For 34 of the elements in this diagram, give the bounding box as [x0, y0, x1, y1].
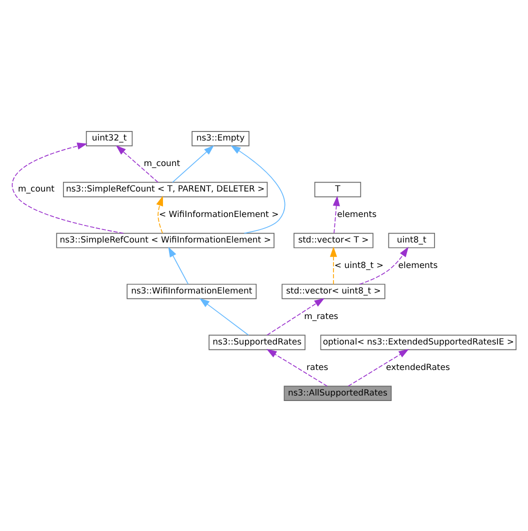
node-box: uint32_t — [86, 130, 133, 146]
arrow — [266, 348, 328, 386]
edge-label: elements — [337, 210, 377, 220]
node-box: std::vector< uint8_t > — [282, 283, 386, 299]
edge-label: extendedRates — [386, 362, 450, 373]
arrow — [116, 144, 158, 182]
node-box: ns3::Empty — [192, 130, 250, 146]
node-box: ns3::WifiInformationElement — [126, 283, 257, 299]
node-box: T — [314, 181, 362, 197]
edge-label: m_count — [18, 184, 54, 194]
arrow — [156, 195, 164, 234]
arrow — [168, 246, 189, 284]
node-box: ns3::SupportedRates — [208, 334, 306, 350]
node-box: std::vector< T > — [294, 232, 374, 248]
node-box: ns3::SimpleRefCount < WifiInformationElement > — [56, 232, 274, 248]
edge-label: elements — [398, 260, 438, 271]
arrow — [348, 348, 409, 386]
edge-label: rates — [306, 362, 328, 373]
edge-label: m_rates — [304, 312, 338, 322]
arrow — [12, 142, 124, 234]
arrow — [230, 144, 286, 234]
node-box: uint8_t — [388, 232, 435, 248]
arrow — [266, 298, 325, 336]
node-box: ns3::AllSupportedRates — [284, 385, 392, 401]
arrow — [172, 144, 214, 182]
arrow — [199, 298, 249, 336]
node-box: optional< ns3::ExtendedSupportedRatesIE > — [320, 334, 516, 350]
arrow — [359, 246, 409, 284]
arrow — [332, 195, 340, 234]
edge-label: m_count — [144, 158, 180, 169]
edge-label: < WifiInformationElement > — [158, 210, 279, 220]
arrow — [330, 246, 338, 284]
node-box: ns3::SimpleRefCount < T, PARENT, DELETER > — [63, 181, 268, 197]
edge-label: < uint8_t > — [334, 260, 384, 271]
